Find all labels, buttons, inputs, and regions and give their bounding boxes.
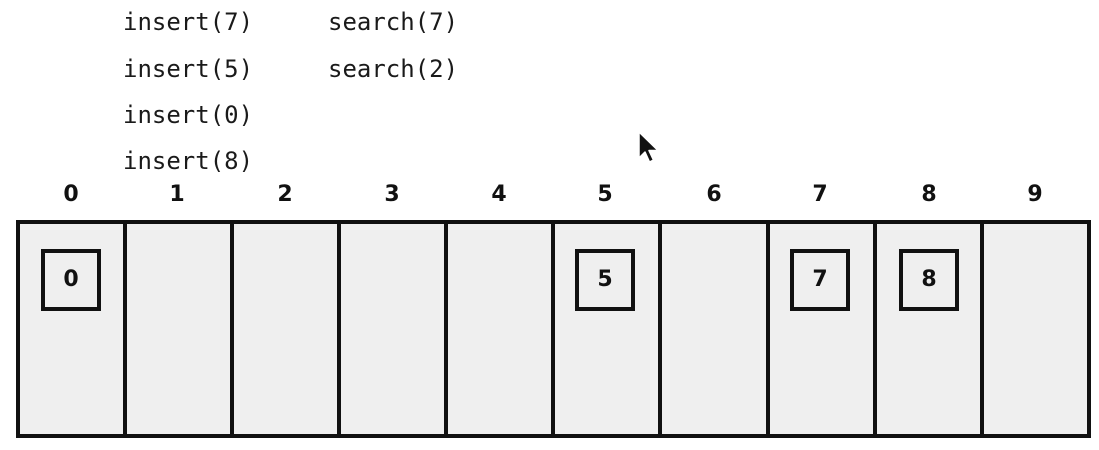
cell-divider [658,220,662,438]
stored-value-box: 0 [41,249,101,311]
index-label: 3 [384,182,400,207]
cell-divider [230,220,234,438]
insert-op: insert(7) [123,8,254,36]
insert-op: insert(5) [123,55,254,83]
stored-value-box: 7 [790,249,850,311]
index-label: 9 [1027,182,1043,207]
index-label: 8 [921,182,937,207]
index-label: 4 [491,182,507,207]
stored-value-box: 5 [575,249,635,311]
insert-op: insert(0) [123,101,254,129]
mouse-pointer-icon [638,131,659,163]
cell-divider [444,220,448,438]
search-op: search(7) [328,8,459,36]
cell-divider [980,220,984,438]
cell-divider [123,220,127,438]
cell-divider [551,220,555,438]
stored-value-box: 8 [899,249,959,311]
index-label: 2 [277,182,293,207]
index-label: 7 [812,182,828,207]
index-label: 5 [597,182,613,207]
search-op: search(2) [328,55,459,83]
index-label: 1 [169,182,185,207]
cell-divider [766,220,770,438]
index-label: 6 [706,182,722,207]
cell-divider [873,220,877,438]
index-label: 0 [63,182,79,207]
insert-op: insert(8) [123,147,254,175]
cell-divider [337,220,341,438]
